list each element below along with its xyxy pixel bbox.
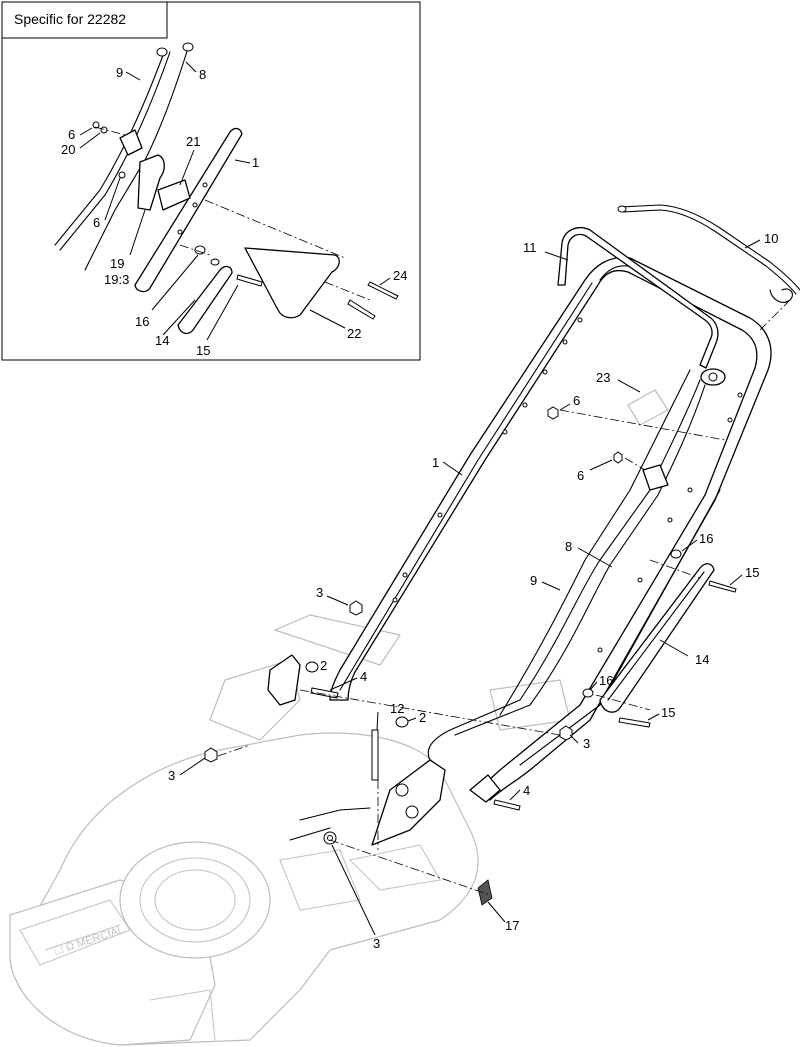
- callout-17: 17: [505, 918, 519, 933]
- inset-callout-24: 24: [393, 268, 407, 283]
- side-strap: [599, 563, 715, 713]
- inset-callout-14: 14: [155, 333, 169, 348]
- inset-callout-22: 22: [347, 326, 361, 341]
- inset-callout-6: 6: [68, 127, 75, 142]
- inset-callout-9: 9: [116, 65, 123, 80]
- callout-3: 3: [373, 936, 380, 951]
- callout-2: 2: [419, 710, 426, 725]
- callout-11: 11: [523, 240, 537, 255]
- callout-2: 2: [320, 658, 327, 673]
- inset-callout-8: 8: [199, 67, 206, 82]
- inset-detail: Specific for 22282: [1, 1, 421, 361]
- inset-callout-15: 15: [196, 343, 210, 358]
- callout-23: 23: [596, 370, 610, 385]
- inset-callout-1: 1: [252, 155, 259, 170]
- main-callout-leaders: [179, 239, 761, 936]
- alignment-lines: [217, 299, 791, 896]
- lower-pivot-bracket: [267, 654, 501, 846]
- callout-3: 3: [316, 585, 323, 600]
- handle-bracket-plates: [209, 614, 571, 741]
- inset-title: Specific for 22282: [14, 11, 126, 27]
- inset-callout-19: 19: [110, 256, 124, 271]
- callout-1: 1: [432, 455, 439, 470]
- callout-10: 10: [764, 231, 778, 246]
- callout-6: 6: [577, 468, 584, 483]
- inset-callout-6: 6: [93, 215, 100, 230]
- control-cables: [427, 368, 726, 761]
- callout-4: 4: [360, 669, 367, 684]
- hardware: [204, 406, 737, 906]
- callout-16: 16: [699, 531, 713, 546]
- callout-15: 15: [661, 705, 675, 720]
- callout-3: 3: [168, 768, 175, 783]
- decal: [627, 389, 669, 426]
- inset-title-box: [1, 1, 168, 39]
- callout-8: 8: [565, 539, 572, 554]
- callout-12: 12: [390, 701, 404, 716]
- control-bail-bar: [557, 227, 719, 369]
- mower-deck-outline: ☐ Ω MERCIAL: [9, 732, 479, 1046]
- inset-callout-21: 21: [186, 134, 200, 149]
- callout-15: 15: [745, 565, 759, 580]
- inset-callout-19-3: 19:3: [104, 272, 129, 287]
- cable-rod: [617, 204, 800, 303]
- callout-4: 4: [523, 783, 530, 798]
- inset-callout-16: 16: [135, 314, 149, 329]
- callout-9: 9: [530, 573, 537, 588]
- callout-14: 14: [695, 652, 709, 667]
- inset-callout-20: 20: [61, 142, 75, 157]
- callout-16: 16: [599, 673, 613, 688]
- callout-6: 6: [573, 393, 580, 408]
- callout-3: 3: [583, 736, 590, 751]
- main-callouts: 11 10 23 6 1 6 16 15 8 9 3 2 4 14 16 12 …: [168, 231, 778, 951]
